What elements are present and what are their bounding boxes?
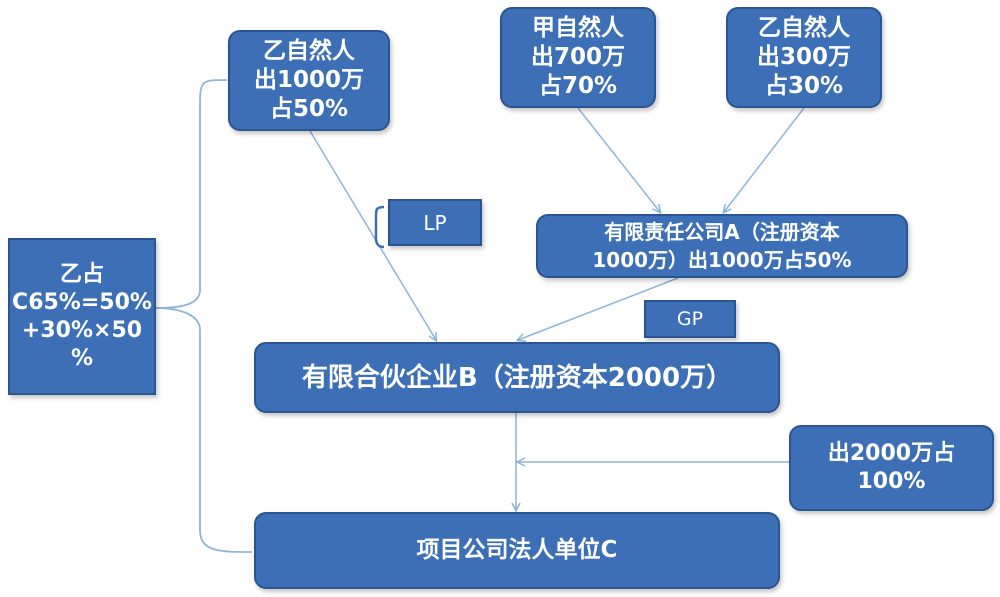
lp-bracket bbox=[374, 205, 385, 249]
arrow-yi-to-partnership bbox=[309, 130, 436, 340]
node-jia-natural-person: 甲自然人 出700万 占70% bbox=[500, 7, 656, 108]
arrow-company-a-to-partnership bbox=[518, 277, 679, 340]
arrow-yi2-to-company-a bbox=[724, 107, 805, 212]
node-contribution-2000: 出2000万占 100% bbox=[789, 425, 994, 511]
brace-connector bbox=[155, 79, 253, 553]
node-yi-natural-person-2: 乙自然人 出300万 占30% bbox=[726, 7, 882, 108]
label-lp: LP bbox=[388, 199, 482, 246]
label-gp: GP bbox=[644, 300, 736, 338]
arrow-jia-to-company-a bbox=[577, 107, 660, 212]
node-partnership-b: 有限合伙企业B（注册资本2000万） bbox=[254, 342, 780, 413]
node-company-a: 有限责任公司A（注册资本 1000万）出1000万占50% bbox=[536, 214, 908, 278]
node-project-company-c: 项目公司法人单位C bbox=[254, 512, 780, 589]
node-yi-natural-person: 乙自然人 出1000万 占50% bbox=[228, 30, 390, 131]
node-yi-share-calculation: 乙占 C65%=50% +30%×50 % bbox=[8, 238, 156, 395]
